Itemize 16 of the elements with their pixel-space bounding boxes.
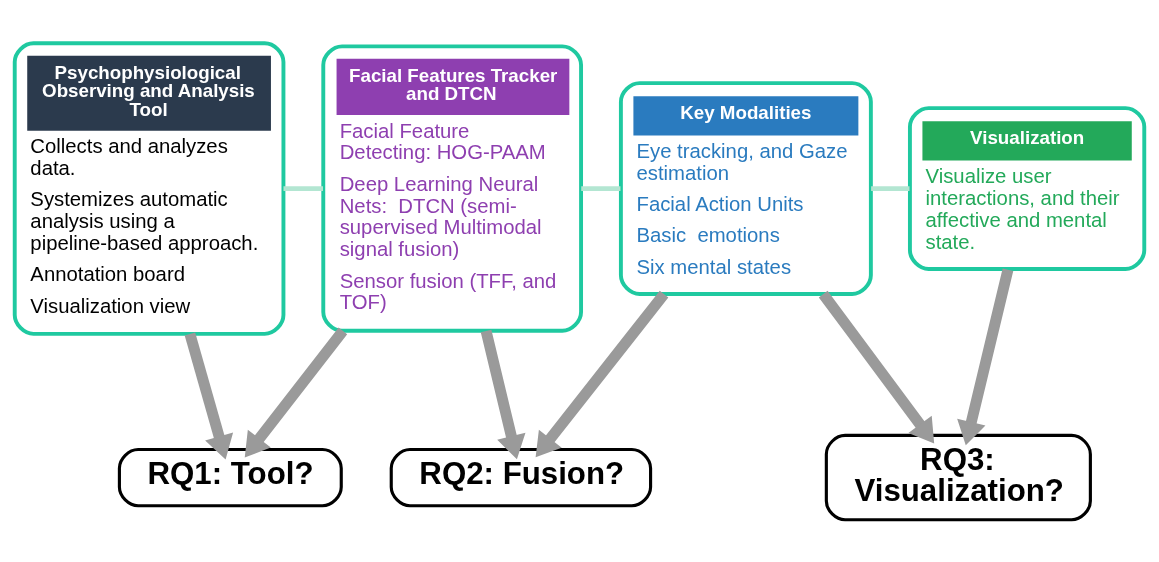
- node-box: Key Modalities Eye tracking, and Gaze estimation Facial Action Units Basic emotions Six mental states: [618, 80, 873, 296]
- node-box: Visualization Visualize user interactions, and their affective and mental state.: [907, 105, 1147, 271]
- arrow: [535, 290, 669, 457]
- arrow: [184, 331, 234, 459]
- connector: [871, 185, 910, 191]
- node-box: Psychophysiological Observing and Analysis Tool Collects and analyzes data. Systemizes automatic analysis using a pipeline-based approach. Annotation board Visualization view: [12, 40, 286, 336]
- node-box: RQ3: Visualization?: [824, 433, 1092, 521]
- arrow: [818, 290, 935, 444]
- node-box: RQ2: Fusion?: [389, 447, 653, 507]
- node-box: Facial Features Tracker and DTCN Facial Feature Detecting: HOG-PAAM Deep Learning Neural Nets: DTCN (semi-supervised Multimodal signal fusion) Sensor fusion (TFF, and TOF): [321, 43, 583, 333]
- connector: [283, 185, 323, 191]
- node-box: RQ1: Tool?: [117, 447, 343, 507]
- arrow: [244, 327, 348, 457]
- arrow: [957, 267, 1014, 445]
- arrow: [480, 329, 526, 459]
- connector: [581, 185, 621, 191]
